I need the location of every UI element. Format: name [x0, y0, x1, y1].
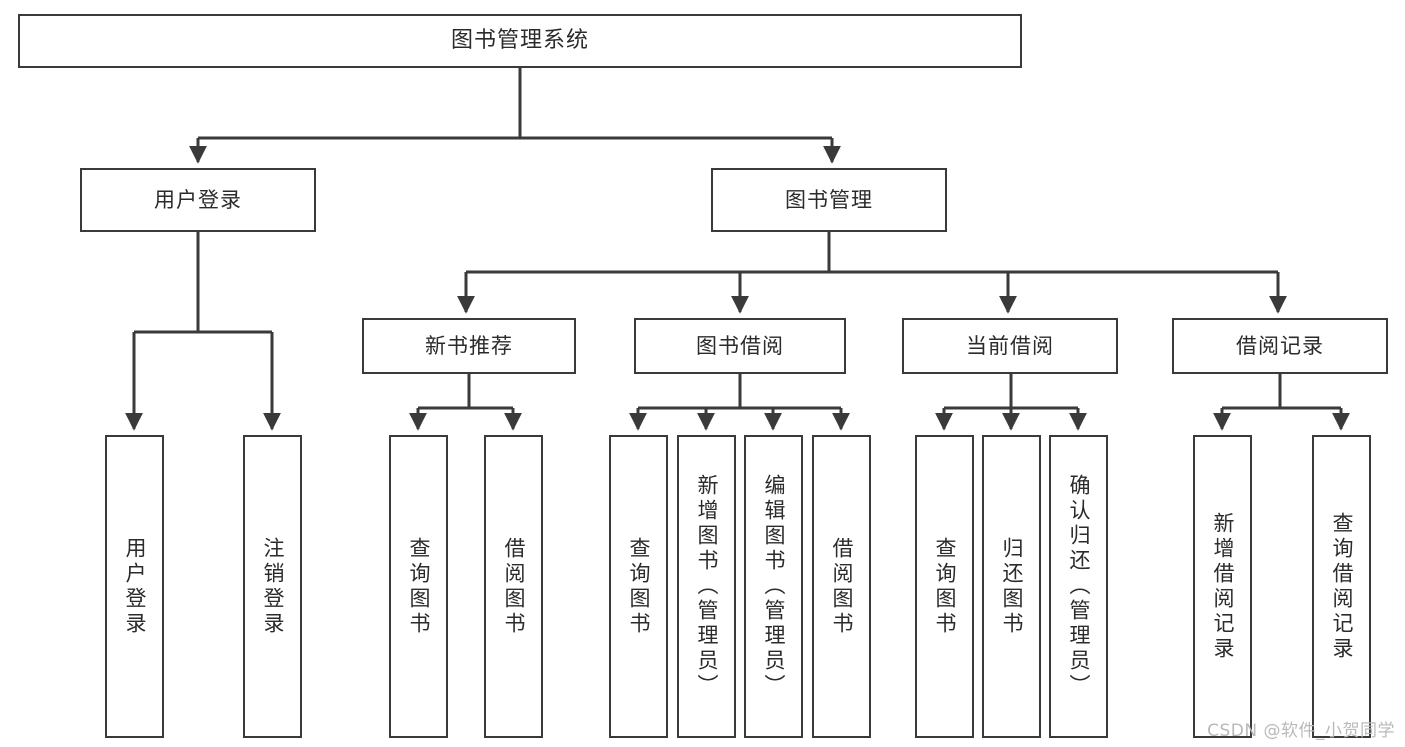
- node-leaf-query-record[interactable]: 查询借阅记录: [1312, 435, 1371, 738]
- node-root-label: 图书管理系统: [450, 28, 589, 54]
- watermark: CSDN @软件_小贺同学: [1207, 721, 1395, 741]
- node-book-manage-label: 图书管理: [785, 187, 873, 212]
- node-leaf-query-book-3-label: 查询图书: [933, 536, 957, 637]
- node-leaf-add-record[interactable]: 新增借阅记录: [1193, 435, 1252, 738]
- node-new-book-rec-label: 新书推荐: [425, 333, 513, 358]
- node-leaf-return-book-label: 归还图书: [1000, 536, 1024, 637]
- node-user-login-label: 用户登录: [154, 187, 242, 212]
- node-book-borrow[interactable]: 图书借阅: [634, 318, 846, 374]
- node-leaf-query-record-label: 查询借阅记录: [1330, 511, 1354, 662]
- node-leaf-borrow-book-1[interactable]: 借阅图书: [484, 435, 543, 738]
- node-leaf-edit-book-label: 编辑图书（管理员）: [762, 474, 786, 699]
- node-leaf-logout[interactable]: 注销登录: [243, 435, 302, 738]
- node-leaf-borrow-book-1-label: 借阅图书: [502, 536, 526, 637]
- node-leaf-query-book-3[interactable]: 查询图书: [915, 435, 974, 738]
- node-leaf-borrow-book-2[interactable]: 借阅图书: [812, 435, 871, 738]
- node-leaf-add-book-label: 新增图书（管理员）: [695, 474, 719, 699]
- node-leaf-user-login[interactable]: 用户登录: [105, 435, 164, 738]
- node-leaf-add-book[interactable]: 新增图书（管理员）: [677, 435, 736, 738]
- node-new-book-rec[interactable]: 新书推荐: [362, 318, 576, 374]
- node-leaf-add-record-label: 新增借阅记录: [1211, 511, 1235, 662]
- node-borrow-record[interactable]: 借阅记录: [1172, 318, 1388, 374]
- node-leaf-query-book-2-label: 查询图书: [627, 536, 651, 637]
- node-book-borrow-label: 图书借阅: [696, 333, 784, 358]
- node-book-manage[interactable]: 图书管理: [711, 168, 947, 232]
- node-current-borrow[interactable]: 当前借阅: [902, 318, 1118, 374]
- node-leaf-borrow-book-2-label: 借阅图书: [830, 536, 854, 637]
- node-leaf-logout-label: 注销登录: [261, 536, 285, 637]
- node-user-login[interactable]: 用户登录: [80, 168, 316, 232]
- node-leaf-query-book-1-label: 查询图书: [407, 536, 431, 637]
- node-leaf-confirm-return-label: 确认归还（管理员）: [1067, 474, 1091, 699]
- node-leaf-query-book-2[interactable]: 查询图书: [609, 435, 668, 738]
- node-borrow-record-label: 借阅记录: [1236, 333, 1324, 358]
- node-leaf-confirm-return[interactable]: 确认归还（管理员）: [1049, 435, 1108, 738]
- node-root[interactable]: 图书管理系统: [18, 14, 1022, 68]
- node-leaf-user-login-label: 用户登录: [123, 536, 147, 637]
- node-leaf-edit-book[interactable]: 编辑图书（管理员）: [744, 435, 803, 738]
- node-leaf-query-book-1[interactable]: 查询图书: [389, 435, 448, 738]
- node-current-borrow-label: 当前借阅: [966, 333, 1054, 358]
- node-leaf-return-book[interactable]: 归还图书: [982, 435, 1041, 738]
